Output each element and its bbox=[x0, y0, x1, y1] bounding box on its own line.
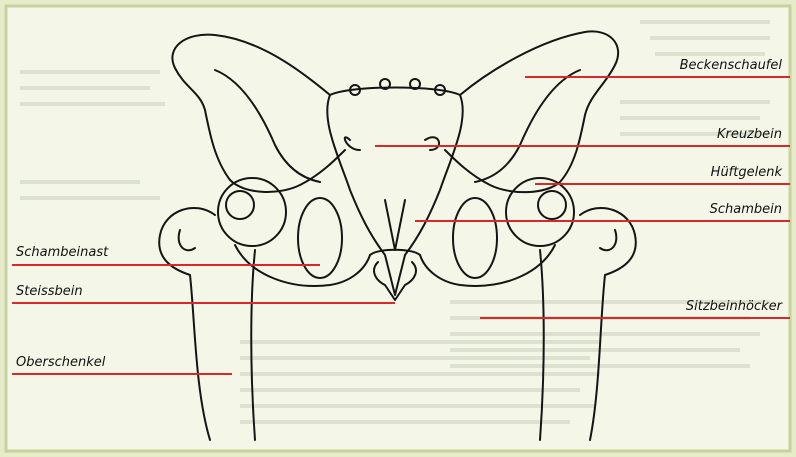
label-sitzbeinhoecker: Sitzbeinhöcker bbox=[686, 299, 782, 315]
label-steissbein: Steissbein bbox=[16, 284, 83, 300]
label-kreuzbein: Kreuzbein bbox=[717, 127, 782, 143]
label-schambein: Schambein bbox=[710, 202, 782, 218]
label-beckenschaufel: Beckenschaufel bbox=[680, 58, 782, 74]
label-oberschenkel: Oberschenkel bbox=[16, 355, 105, 371]
label-schambeinast: Schambeinast bbox=[16, 245, 108, 261]
label-hueftgelenk: Hüftgelenk bbox=[711, 165, 782, 181]
